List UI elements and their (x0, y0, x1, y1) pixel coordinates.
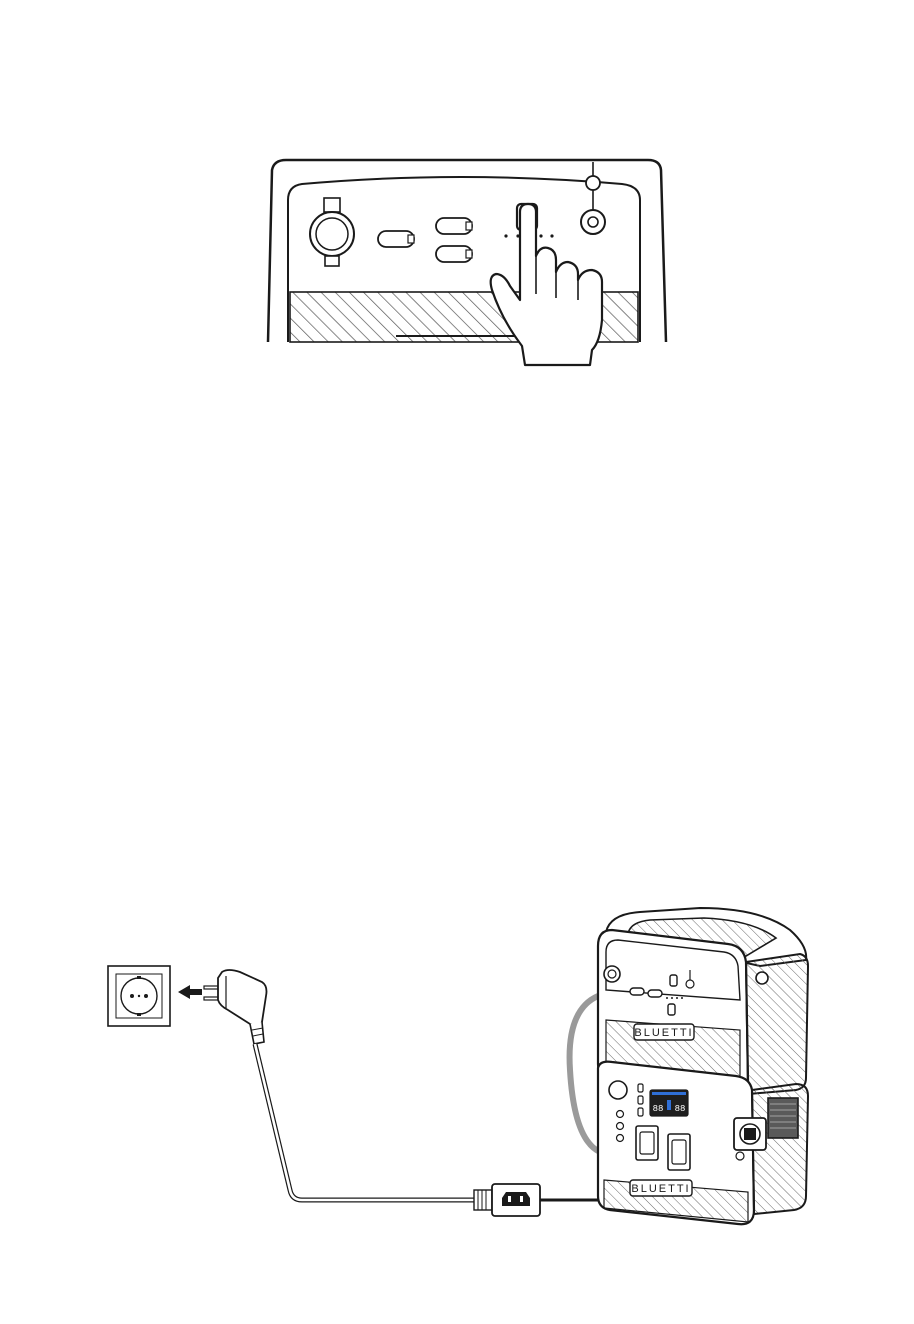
dc-input-port-icon (310, 198, 354, 266)
expansion-link-cable (570, 996, 600, 1152)
ac-cable (255, 1044, 476, 1200)
ac-outlet-right (668, 1134, 690, 1170)
screen-left-value: 88 (653, 1104, 664, 1114)
brand-upper-text: BLUETTI (634, 1027, 693, 1039)
screen-right-value: 88 (675, 1104, 686, 1114)
wall-outlet-icon (108, 966, 170, 1026)
ac-connection-svg: BLUETTI 88 88 (0, 880, 914, 1324)
power-button-closeup-svg (0, 0, 914, 400)
expansion-port-icon (581, 162, 605, 234)
main-power-button (609, 1081, 627, 1099)
brand-lower-text: BLUETTI (631, 1183, 690, 1195)
power-button-closeup-figure (0, 0, 914, 400)
ac-connection-figure: BLUETTI 88 88 (0, 880, 914, 1324)
power-station-unit: 88 88 BLUETTI (598, 1062, 808, 1225)
iec-connector-icon (474, 1184, 540, 1216)
ac-plug-icon (204, 970, 267, 1044)
plug-in-arrow-icon (178, 985, 202, 999)
ac-outlet-left (636, 1126, 658, 1160)
